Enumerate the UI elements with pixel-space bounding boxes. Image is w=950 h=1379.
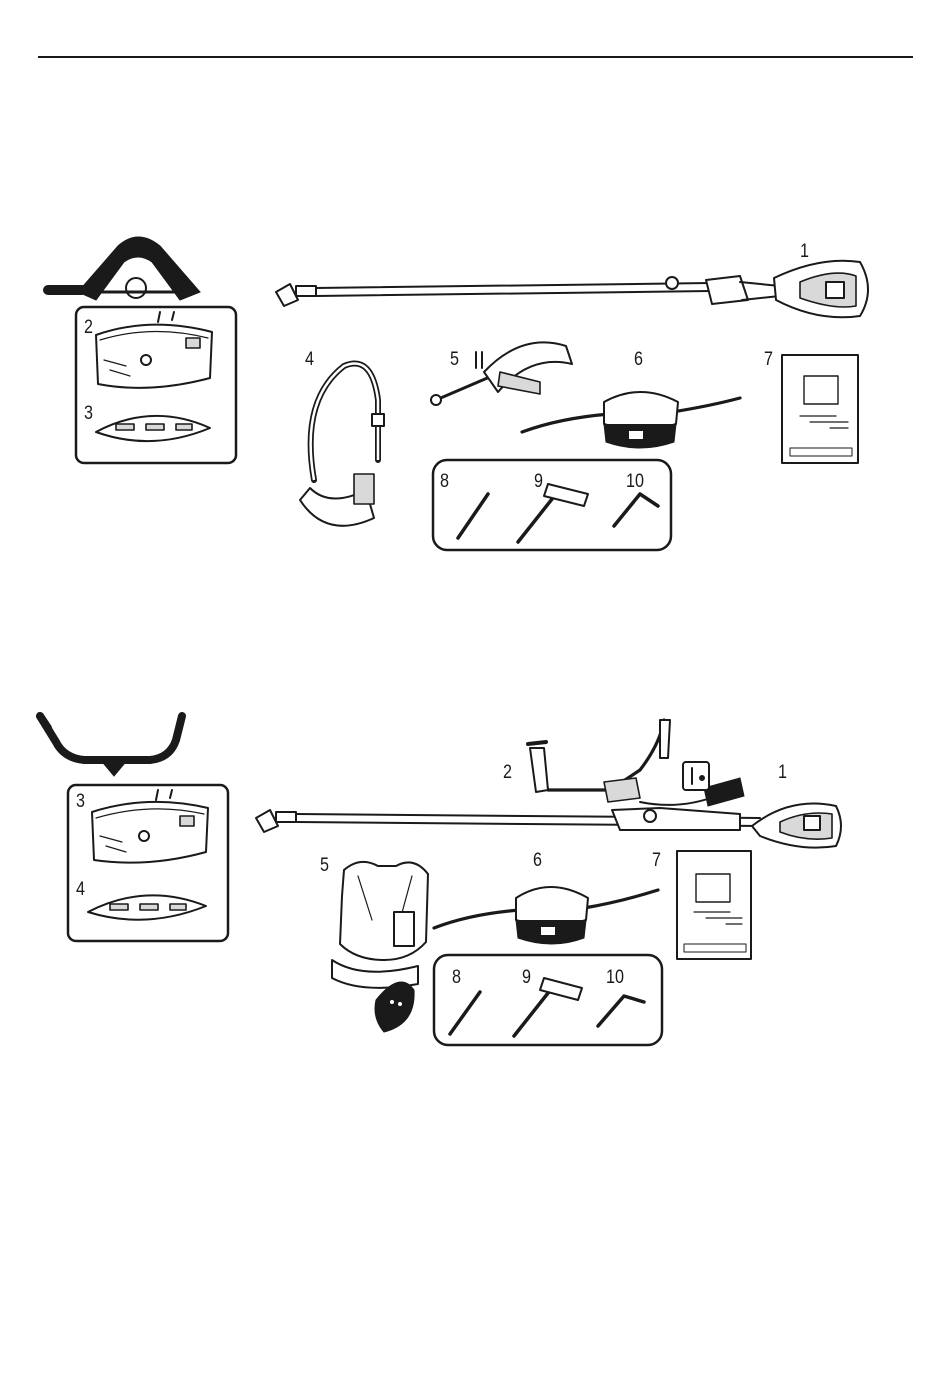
grass-guard-icon-2 — [92, 790, 208, 863]
pin-icon-2 — [450, 992, 480, 1034]
bottom-label-9: 9 — [522, 968, 531, 987]
bottom-label-8: 8 — [452, 968, 461, 987]
top-label-2: 2 — [84, 318, 93, 337]
top-label-9: 9 — [534, 472, 543, 491]
bike-handle-icon — [40, 716, 182, 776]
top-label-6: 6 — [634, 350, 643, 369]
manual-icon-2 — [677, 851, 751, 959]
guard-extension-icon-2 — [88, 895, 206, 919]
bottom-label-6: 6 — [533, 851, 542, 870]
hex-key-icon-2 — [598, 996, 644, 1026]
loop-handle-icon — [48, 237, 200, 300]
bottom-label-5: 5 — [320, 856, 329, 875]
bottom-label-2: 2 — [503, 763, 512, 782]
manual-icon — [782, 355, 858, 463]
tools-box-2 — [434, 955, 662, 1045]
shoulder-strap-icon — [300, 364, 384, 526]
trimmer-shaft-icon — [276, 261, 868, 318]
bottom-label-7: 7 — [652, 851, 661, 870]
top-label-4: 4 — [305, 350, 314, 369]
top-label-10: 10 — [626, 472, 644, 491]
top-label-5: 5 — [450, 350, 459, 369]
top-label-7: 7 — [764, 350, 773, 369]
trimmer-head-icon — [522, 392, 740, 448]
trimmer-shaft-icon-2 — [256, 804, 841, 848]
pin-icon — [458, 494, 488, 538]
grass-guard-icon — [96, 312, 212, 388]
socket-wrench-icon — [518, 484, 588, 542]
guard-extension-icon — [96, 416, 210, 441]
hex-key-icon — [614, 494, 658, 526]
bottom-label-3: 3 — [76, 792, 85, 811]
top-label-1: 1 — [800, 242, 809, 261]
bike-handle-kit-icon — [528, 720, 744, 806]
bottom-label-4: 4 — [76, 880, 85, 899]
top-label-8: 8 — [440, 472, 449, 491]
bottom-label-10: 10 — [606, 968, 624, 987]
top-label-3: 3 — [84, 404, 93, 423]
bottom-label-1: 1 — [778, 763, 787, 782]
harness-icon — [332, 862, 428, 1032]
trimmer-head-icon-2 — [434, 887, 658, 944]
